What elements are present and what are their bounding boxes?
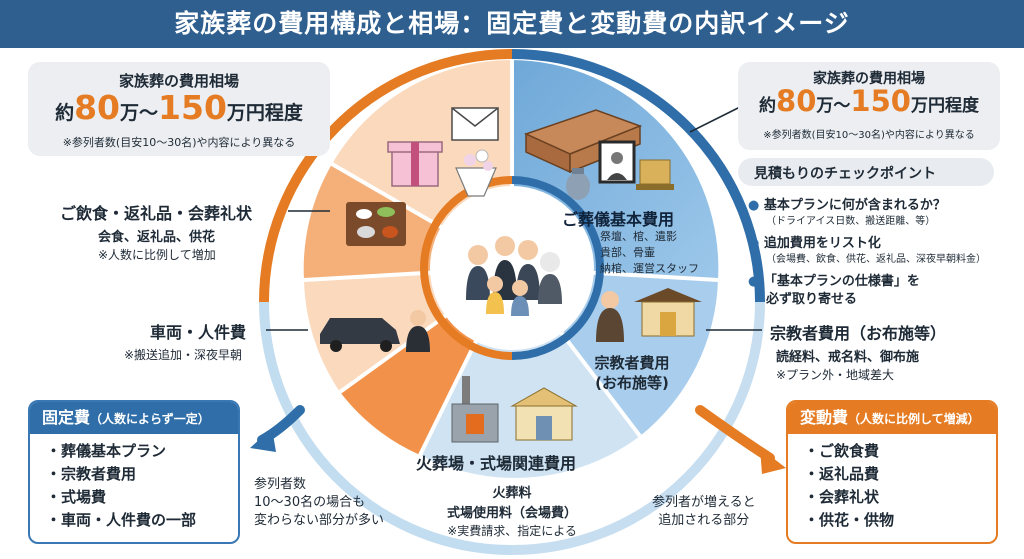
vehicle-label: 車両・人件費 — [150, 323, 247, 342]
outer-ring-orange — [259, 49, 513, 303]
checklist-item-1: ● 基本プランに何が含まれるか？ — [748, 198, 946, 213]
family-icon — [466, 236, 562, 316]
altar-icon — [636, 159, 674, 190]
header-bar — [0, 0, 1024, 48]
religious-callout-note: ※プラン外・地域差大 — [776, 368, 895, 382]
gift-box-icon — [387, 141, 443, 187]
variable-cost-heading: 変動費（人数に比例して増減） — [788, 402, 996, 434]
market-price-value-right: 約80万〜150万円程度 — [759, 84, 979, 118]
portrait-icon — [598, 140, 636, 184]
basic-line-3: 納棺、運営スタッフ — [600, 262, 699, 275]
religious-callout-detail: 読経料、戒名料、御布施 — [776, 350, 920, 365]
market-price-box-right — [738, 62, 1000, 150]
religious-callout-label: 宗教者費用（お布施等） — [770, 324, 947, 343]
envelope-icon — [451, 107, 499, 141]
market-price-box-left — [28, 62, 330, 156]
variable-cost-note: 参列者が増えると 追加される部分 — [652, 495, 756, 528]
religious-label-line-1: 宗教者費用 — [594, 354, 670, 372]
basic-label: ご葬儀基本費用 — [562, 210, 675, 229]
basic-line-1: 祭壇、棺、遺影 — [600, 230, 677, 243]
market-price-heading: 家族葬の費用相場 — [118, 72, 239, 90]
market-price-note-right: ※参列者数(目安10〜30名)や内容により異なる — [763, 130, 975, 141]
crematorium-callout-note: ※実費請求、指定による — [447, 524, 577, 538]
market-price-note: ※参列者数(目安10〜30名)や内容により異なる — [62, 136, 296, 149]
checklist-item-1-sub: （ドライアイス日数、搬送距離、等） — [766, 216, 936, 227]
outer-ring-blue — [511, 49, 765, 303]
checklist-item-3-sub: 必ず取り寄せる — [766, 292, 858, 307]
fixed-cost-heading: 固定費（人数によらず一定） — [30, 402, 238, 434]
outer-ring-blue-lower — [511, 301, 765, 555]
urn-icon — [566, 168, 590, 200]
market-price-value: 約80万〜150万円程度 — [55, 88, 303, 127]
ceremony-hall-icon — [510, 387, 578, 441]
variable-cost-item: ・供花・供物 — [804, 511, 895, 529]
page-title: 家族葬の費用構成と相場：固定費と変動費の内訳イメージ — [174, 9, 850, 38]
fixed-cost-item: ・宗教者費用 — [46, 465, 137, 483]
checklist-item-3: ● 「基本プランの仕様書」を — [748, 274, 920, 289]
staff-person-icon — [406, 310, 430, 352]
checklist-heading: 見積もりのチェックポイント — [754, 166, 936, 182]
outer-ring-orange-lower — [259, 301, 513, 555]
crematorium-icon — [451, 376, 499, 443]
food-note: ※人数に比例して増加 — [98, 248, 216, 262]
hearse-icon — [320, 318, 400, 352]
variable-cost-item: ・ご飲食費 — [804, 442, 880, 460]
fixed-cost-item: ・車両・人件費の一部 — [46, 511, 197, 529]
variable-cost-box: 変動費（人数に比例して増減） ・ご飲食費 ・返礼品費 ・会葬礼状 ・供花・供物 — [786, 400, 998, 544]
monk-icon — [596, 291, 624, 342]
crematorium-label: 火葬場・式場関連費用 — [416, 454, 577, 473]
checklist-item-2: ● 追加費用をリスト化 — [748, 236, 881, 251]
basic-line-2: 貴部、骨壷 — [600, 246, 655, 259]
crematorium-callout-line-1: 火葬料 — [492, 486, 532, 501]
vehicle-note: ※搬送追加・深夜早朝 — [124, 348, 243, 362]
fixed-cost-box: 固定費（人数によらず一定） ・葬儀基本プラン ・宗教者費用 ・式場費 ・車両・人… — [28, 400, 240, 544]
checklist-item-2-sub: （会場費、飲食、供花、返礼品、深夜早朝料金） — [766, 254, 986, 265]
temple-icon — [634, 288, 702, 337]
variable-cost-item: ・会葬礼状 — [804, 488, 880, 506]
fixed-cost-note: 参列者数 10〜30名の場合も 変わらない部分が多い — [254, 477, 385, 528]
variable-cost-item: ・返礼品費 — [804, 465, 880, 483]
religious-label-line-2: (お布施等) — [595, 374, 669, 392]
fixed-cost-item: ・式場費 — [46, 488, 107, 506]
food-tray-icon — [346, 202, 406, 246]
checklist-heading-box — [738, 158, 994, 186]
market-price-heading-right: 家族葬の費用相場 — [813, 71, 925, 87]
crematorium-callout-line-2: 式場使用料（会場費） — [446, 506, 577, 521]
fixed-cost-item: ・葬儀基本プラン — [46, 442, 167, 460]
food-detail: 会食、返礼品、供花 — [98, 230, 216, 245]
flowers-icon — [455, 149, 497, 197]
food-label: ご飲食・返礼品・会葬礼状 — [60, 204, 253, 223]
